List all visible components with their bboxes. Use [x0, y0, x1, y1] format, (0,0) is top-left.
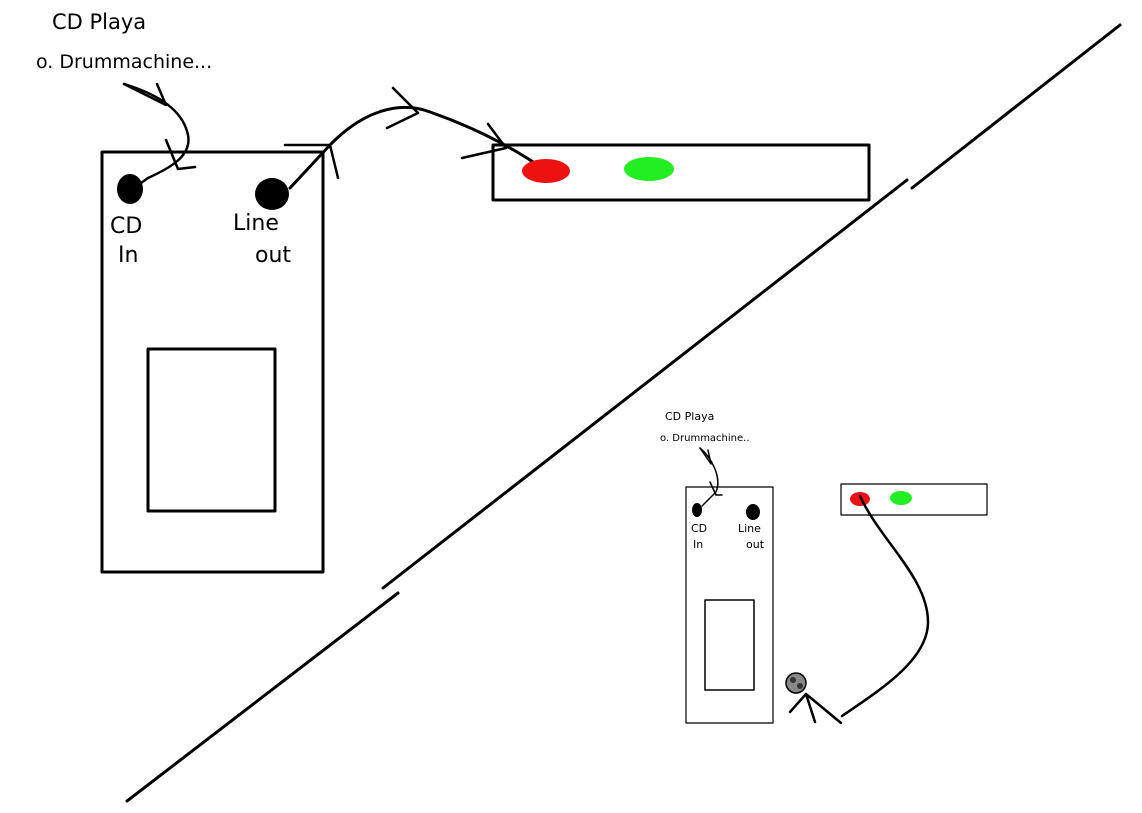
- port-out-label-line1: Line: [233, 211, 279, 236]
- port-in-label-line1: CD: [110, 214, 142, 239]
- small-input-arrow: [699, 447, 719, 507]
- microphone-grille-dot: [790, 677, 796, 683]
- effect-pedal-body: [100, 150, 325, 574]
- microphone-cable: [840, 494, 930, 718]
- arrowhead-input-2: [164, 138, 197, 171]
- small-green-led: [890, 491, 912, 505]
- small-pedal-body: [685, 486, 774, 724]
- port-out-jack: [255, 178, 289, 210]
- large-scene: CD Playa o. Drummachine... CD In Line ou…: [36, 10, 871, 574]
- small-port-out-label-line1: Line: [738, 522, 761, 535]
- diagonal-divider: [125, 23, 1122, 803]
- port-out-label-line2: out: [255, 243, 291, 268]
- green-led: [624, 157, 674, 181]
- port-in-jack: [117, 174, 143, 204]
- source-label-line1: CD Playa: [52, 10, 146, 34]
- small-source-label-line2: o. Drummachine..: [660, 433, 750, 444]
- small-red-led: [850, 492, 870, 506]
- small-pedal-display-panel: [704, 599, 755, 691]
- arrowhead-input-1: [122, 82, 168, 107]
- small-arrowhead-1: [699, 447, 712, 465]
- arrowhead-out-1: [283, 143, 340, 180]
- divider-segment-middle: [381, 178, 909, 590]
- input-cable-arrow: [122, 82, 190, 190]
- divider-segment-bottom: [125, 591, 400, 803]
- small-amp-strip: [840, 483, 988, 516]
- small-port-in-jack: [692, 503, 702, 517]
- small-scene: CD Playa o. Drummachine.. CD In Line out: [660, 410, 988, 725]
- arrowhead-out-3: [460, 122, 508, 160]
- microphone-stand: [788, 692, 843, 725]
- arrowhead-out-2: [385, 86, 420, 130]
- small-port-in-label-line2: In: [693, 538, 703, 551]
- small-port-out-jack: [746, 504, 760, 520]
- small-port-out-label-line2: out: [746, 538, 765, 551]
- output-cable: [288, 105, 550, 190]
- divider-segment-top: [910, 23, 1122, 190]
- port-in-label-line2: In: [118, 243, 138, 268]
- source-label-line2: o. Drummachine...: [36, 51, 212, 73]
- microphone-grille-dot-2: [797, 683, 803, 689]
- small-arrowhead-2: [709, 481, 723, 496]
- microphone-head-icon: [785, 672, 807, 694]
- small-source-label-line1: CD Playa: [665, 410, 714, 423]
- amp-strip: [491, 143, 871, 202]
- pedal-display-panel: [146, 347, 277, 513]
- red-led: [522, 159, 570, 183]
- small-port-in-label-line1: CD: [691, 522, 707, 535]
